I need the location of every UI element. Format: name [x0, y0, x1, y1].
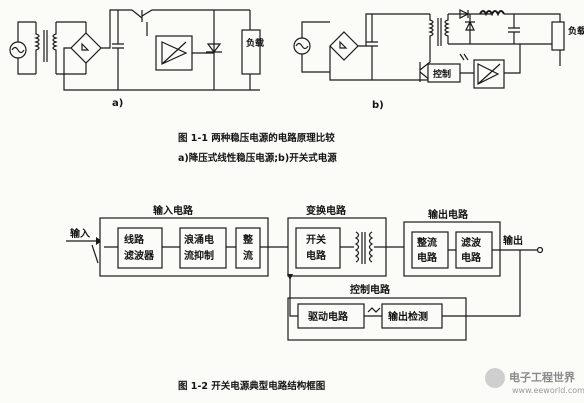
rectify-text-2: 流 [243, 249, 253, 262]
line-filter-block [117, 227, 163, 269]
hf-transformer-icon [428, 14, 450, 46]
series-transistor-icon [131, 9, 180, 36]
input-arrow-label: 输入 [70, 227, 90, 240]
watermark-url: www.eeworld.com.cn [512, 386, 584, 395]
load-a-box [241, 29, 261, 75]
surge-limit-text-1: 浪涌电 [184, 233, 214, 246]
switch-block [295, 227, 341, 269]
rectify-text-1: 整 [242, 233, 253, 246]
out-filter-text-2: 电路 [461, 251, 482, 264]
out-filter-text-1: 滤波 [461, 236, 482, 249]
inductor-icon [479, 10, 505, 17]
input-group-label: 输入电路 [153, 204, 194, 217]
output-terminal-icon [536, 246, 544, 254]
diode-2-icon [465, 14, 475, 44]
figure-1-2-caption: 图 1-2 开关电源典型电路结构框图 [178, 380, 325, 392]
control-group-label: 控制电路 [350, 283, 391, 296]
input-switch-icon [91, 244, 99, 264]
input-arrow-icon [96, 237, 102, 245]
load-b-box [551, 21, 565, 51]
surge-limit-text-2: 流抑制 [184, 249, 214, 262]
eeworld-logo-icon [485, 368, 505, 388]
out-rectify-text-2: 电路 [417, 251, 438, 264]
optocoupler-icon [459, 53, 469, 61]
out-rectify-text-1: 整流 [416, 236, 437, 249]
switch-text-2: 电路 [306, 249, 327, 262]
optocoupler-block-icon [367, 307, 381, 313]
line-filter-text-1: 线路 [124, 233, 145, 246]
watermark-title: 电子工程世界 [509, 370, 575, 384]
convert-group-label: 变换电路 [306, 204, 347, 217]
watermark-logo: 电子工程世界 www.eeworld.com.cn [485, 368, 584, 395]
output-arrow-label: 输出 [503, 234, 523, 247]
surge-limit-block [179, 227, 227, 269]
rectify-block [235, 227, 261, 269]
bridge-rectifier-b-icon [329, 31, 359, 61]
circuit-a: 负载 a) [9, 9, 264, 109]
bridge-rectifier-icon [70, 22, 102, 74]
output-group-label: 输出电路 [428, 208, 469, 221]
caption-label-a: a) [112, 98, 123, 109]
transformer-icon [34, 22, 58, 74]
block-diagram: 输入 输入电路 线路 滤波器 浪涌电 流抑制 整 流 变换电路 开关 电路 输出 [66, 204, 544, 341]
amplifier-b-icon [477, 63, 501, 85]
circuit-b: 负载 控制 b) [293, 9, 584, 111]
load-b-label: 负载 [568, 25, 584, 37]
diode-1-icon [459, 9, 470, 19]
caption-label-b: b) [372, 100, 384, 111]
figure-1-1-subtitle: a)降压式线性稳压电源;b)开关式电源 [178, 152, 337, 164]
amplifier-icon [161, 41, 188, 65]
figure-1-1-title: 图 1-1 两种稳压电源的电路原理比较 [178, 132, 335, 144]
capacitor-b-icon [366, 14, 378, 80]
line-filter-text-2: 滤波器 [124, 249, 155, 262]
load-a-label: 负载 [246, 37, 264, 49]
out-rectify-block [411, 231, 449, 269]
switch-text-1: 开关 [306, 233, 326, 246]
capacitor-icon [112, 10, 124, 90]
drive-text: 驱动电路 [308, 310, 349, 323]
detect-text: 输出检测 [388, 310, 428, 323]
control-b-label: 控制 [433, 68, 451, 80]
hf-transformer-block-icon [354, 231, 374, 264]
reference-diode-icon [206, 43, 222, 53]
capacitor-out-icon [508, 14, 520, 44]
